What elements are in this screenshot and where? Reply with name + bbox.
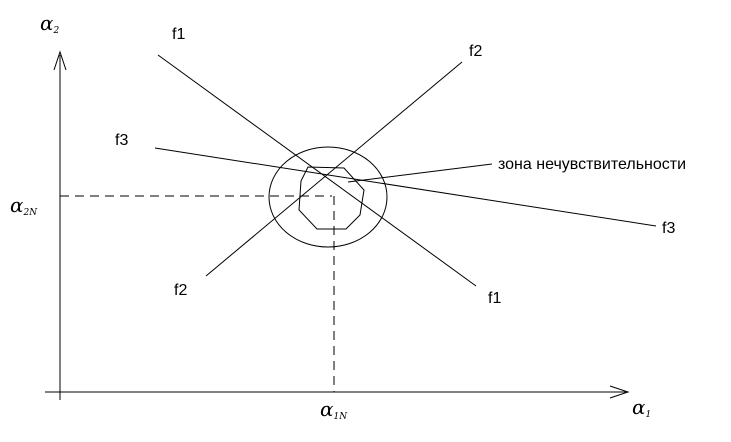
- nominal-guides: [60, 195, 335, 392]
- zone-label: зона нечувствительности: [498, 156, 686, 173]
- x-axis-arrow: [609, 385, 630, 399]
- f2-line: [205, 61, 463, 277]
- label-f2-top: f2: [469, 43, 482, 60]
- x-axis-label: α1: [632, 395, 651, 420]
- label-f2-bottom: f2: [174, 282, 187, 299]
- zone-pointer: [347, 163, 493, 183]
- label-f1-bottom: f1: [488, 290, 501, 307]
- f1-line: [157, 54, 477, 287]
- insensitivity-zone: [268, 146, 493, 248]
- x-nominal-label: α1N: [320, 397, 348, 422]
- y-nominal-label: α2N: [10, 193, 38, 218]
- axes: [45, 50, 630, 400]
- y-axis-label: α2: [40, 11, 60, 36]
- label-f3-right: f3: [662, 220, 675, 237]
- zone-ellipse: [268, 146, 388, 248]
- f-lines: [154, 54, 657, 287]
- y-axis-arrow: [53, 50, 67, 71]
- zone-octagon: [298, 166, 365, 230]
- label-f1-top: f1: [172, 26, 185, 43]
- label-f3-left: f3: [115, 132, 128, 149]
- f3-line: [154, 147, 657, 227]
